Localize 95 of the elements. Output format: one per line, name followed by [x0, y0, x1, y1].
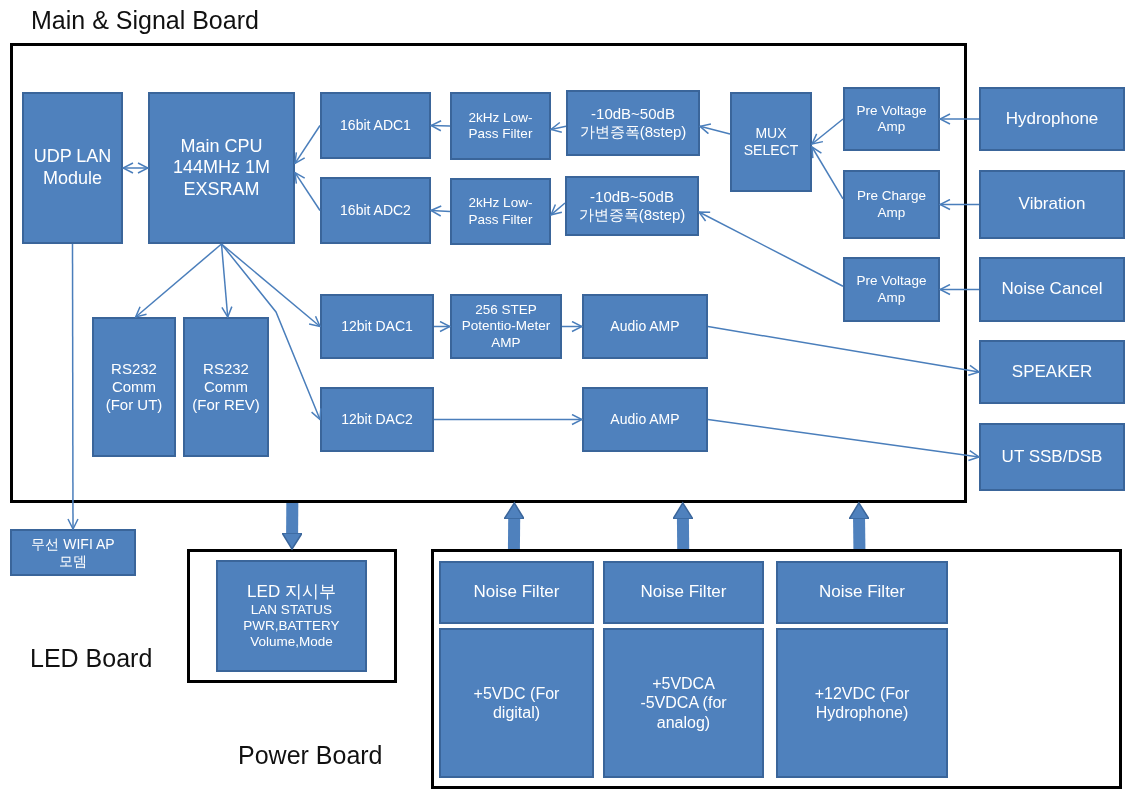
block-arrow — [503, 502, 525, 550]
block-label: Audio AMP — [610, 318, 680, 335]
block-box — [450, 92, 551, 160]
block-box — [22, 92, 123, 244]
block-box — [730, 92, 812, 192]
block-label: Noise Filter — [640, 582, 727, 603]
arrow — [698, 211, 844, 287]
block-label: -10dB~50dB 가변증폭(8step) — [577, 188, 687, 224]
block-box — [582, 387, 708, 452]
block-label: -10dB~50dB 가변증폭(8step) — [578, 105, 688, 141]
block-label: Pre Voltage Amp — [855, 273, 928, 306]
block-label: 무선 WIFI AP 모뎀 — [30, 535, 116, 570]
block-box — [776, 628, 948, 778]
arrow — [294, 171, 321, 212]
arrow — [561, 320, 583, 333]
block-label: 12bit DAC2 — [341, 411, 413, 428]
block-box — [582, 294, 708, 359]
block-label: UDP LAN Module — [32, 146, 113, 190]
block-box — [320, 177, 431, 244]
block-box — [439, 561, 594, 624]
board-title: LED Board — [30, 644, 153, 673]
block-label: RS232 Comm (For UT) — [104, 360, 164, 414]
arrow — [550, 202, 566, 216]
block-label: +12VDC (For Hydrophone) — [813, 683, 911, 723]
block-arrow — [281, 502, 303, 550]
block-box — [450, 294, 562, 359]
arrow — [433, 320, 451, 333]
arrow — [707, 325, 980, 377]
block-box — [565, 176, 699, 236]
block-box — [979, 423, 1125, 491]
arrow — [939, 113, 980, 125]
block-box — [979, 340, 1125, 404]
block-box — [216, 560, 367, 672]
block-box — [320, 387, 434, 452]
arrow — [430, 120, 451, 132]
arrow — [699, 123, 731, 135]
arrow — [811, 118, 844, 145]
block-label: 16bit ADC1 — [340, 117, 411, 134]
arrow — [550, 121, 567, 133]
block-label: Noise Cancel — [1001, 279, 1103, 300]
block-label: Hydrophone — [1005, 108, 1099, 130]
block-label: MUX SELECT — [742, 125, 800, 159]
block-label: +5VDCA -5VDCA (for analog) — [639, 674, 728, 732]
block-box — [183, 317, 269, 457]
block-box — [450, 178, 551, 245]
block-label: Pre Charge Amp — [855, 188, 927, 221]
block-label: Noise Filter — [473, 582, 560, 603]
block-label: +5VDC (For digital) — [472, 683, 561, 723]
block-box — [776, 561, 948, 624]
arrow — [939, 198, 980, 211]
block-label: 256 STEP Potentio-Meter AMP — [460, 302, 552, 351]
block-label: Audio AMP — [610, 411, 680, 428]
block-arrow — [848, 502, 870, 550]
block-box — [10, 529, 136, 576]
block-box — [603, 628, 764, 778]
block-box — [843, 87, 940, 151]
block-box — [843, 170, 940, 239]
arrow — [811, 146, 844, 200]
arrow — [294, 124, 321, 165]
block-box — [979, 257, 1125, 322]
block-label: SPEAKER — [1011, 361, 1093, 383]
block-label: Noise Filter — [819, 582, 905, 603]
block-box — [92, 317, 176, 457]
block-label: 2kHz Low-Pass Filter — [467, 109, 534, 143]
arrow — [220, 243, 233, 318]
block-arrow — [672, 502, 694, 550]
block-label: Pre Voltage Amp — [855, 102, 928, 136]
block-box — [439, 628, 594, 778]
arrow — [134, 243, 223, 318]
block-box — [566, 90, 700, 156]
arrow — [939, 283, 980, 296]
arrow — [433, 413, 583, 426]
block-box — [843, 257, 940, 322]
arrow — [430, 205, 451, 217]
block-label: Main CPU 144MHz 1M EXSRAM — [172, 135, 271, 201]
block-box — [148, 92, 295, 244]
arrow — [707, 418, 980, 462]
board-title: Power Board — [238, 741, 383, 770]
board-title: Main & Signal Board — [31, 6, 259, 35]
block-box — [603, 561, 764, 624]
block-label: Vibration — [1018, 194, 1086, 215]
block-label: 12bit DAC1 — [341, 318, 413, 335]
block-box — [979, 170, 1125, 239]
block-detail: LAN STATUS PWR,BATTERY Volume,Mode — [242, 601, 341, 651]
block-label: 2kHz Low-Pass Filter — [467, 195, 534, 228]
block-label: 16bit ADC2 — [340, 202, 411, 219]
block-label: RS232 Comm (For REV) — [191, 360, 261, 414]
block-box — [320, 294, 434, 359]
block-label: LED 지시부 — [247, 581, 336, 602]
arrow — [122, 162, 149, 174]
block-box — [979, 87, 1125, 151]
block-box — [320, 92, 431, 159]
block-label: UT SSB/DSB — [1001, 446, 1103, 468]
arrow — [67, 243, 79, 530]
arrow — [220, 243, 322, 421]
